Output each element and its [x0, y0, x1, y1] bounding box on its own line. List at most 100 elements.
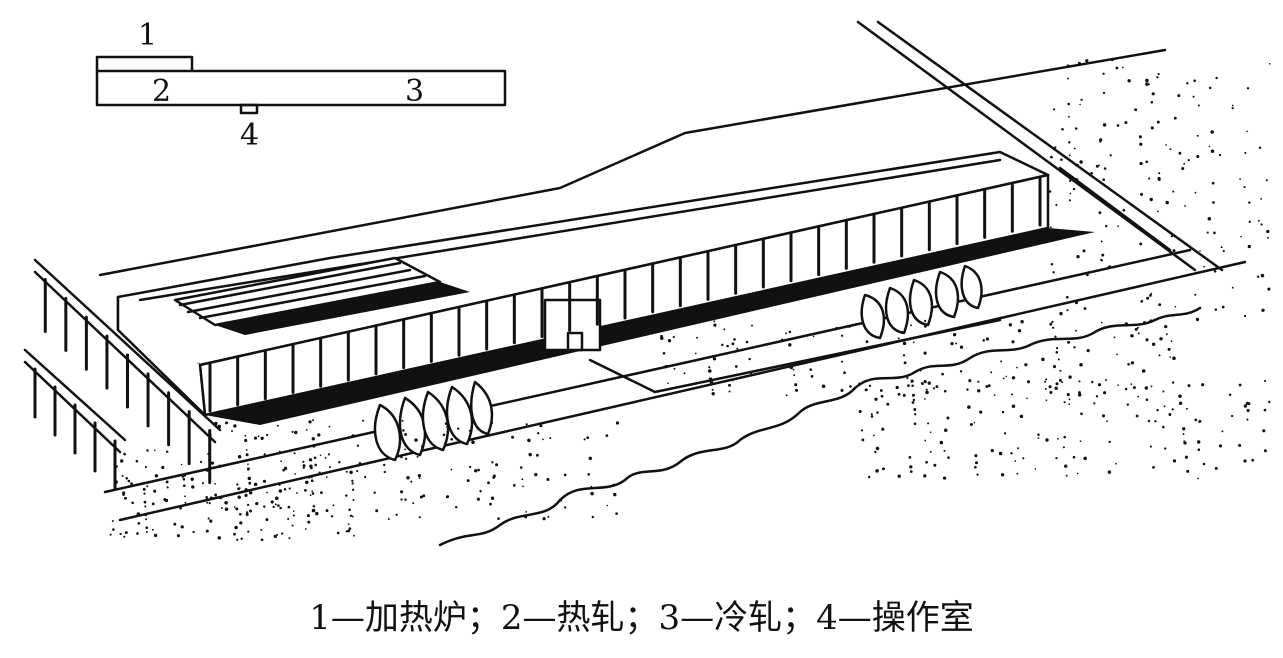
- stipple-dot: [237, 495, 241, 500]
- stipple-dot: [1231, 104, 1234, 107]
- stipple-dot: [1251, 458, 1255, 462]
- stipple-dot: [1052, 326, 1055, 329]
- stipple-dot: [260, 436, 264, 440]
- stipple-dot: [466, 479, 470, 483]
- stipple-dot: [278, 489, 283, 493]
- stipple-dot: [362, 419, 365, 422]
- stipple-dot: [875, 469, 879, 473]
- stipple-dot: [1156, 408, 1159, 412]
- stipple-dot: [1107, 265, 1112, 269]
- stipple-dot: [277, 504, 280, 507]
- stipple-dot: [180, 463, 183, 466]
- stipple-dot: [1163, 405, 1166, 408]
- stipple-dot: [1187, 159, 1190, 162]
- stipple-dot: [176, 534, 180, 538]
- stipple-dot: [952, 333, 957, 337]
- stipple-dot: [1083, 456, 1087, 461]
- stipple-dot: [867, 475, 871, 479]
- stipple-dot: [1148, 177, 1151, 180]
- ground-stipple: [109, 58, 1271, 542]
- stipple-dot: [145, 531, 148, 533]
- stipple-dot: [302, 464, 306, 468]
- stipple-dot: [238, 487, 241, 490]
- stipple-dot: [843, 371, 846, 375]
- stipple-dot: [374, 431, 377, 434]
- stipple-dot: [987, 384, 991, 388]
- stipple-dot: [927, 381, 931, 385]
- stipple-dot: [1017, 329, 1022, 333]
- plan-label-2: 2: [152, 74, 171, 109]
- stipple-dot: [352, 498, 355, 502]
- stipple-dot: [736, 347, 739, 350]
- stipple-dot: [942, 476, 947, 480]
- stipple-dot: [662, 351, 666, 355]
- stipple-dot: [1076, 472, 1079, 475]
- stipple-dot: [590, 485, 593, 488]
- stipple-dot: [205, 529, 209, 533]
- stipple-dot: [401, 419, 404, 422]
- stipple-dot: [220, 507, 223, 510]
- stipple-dot: [993, 394, 996, 396]
- stipple-dot: [1011, 340, 1015, 344]
- stipple-dot: [615, 421, 620, 425]
- stipple-dot: [1100, 240, 1103, 243]
- stipple-dot: [422, 494, 426, 498]
- stipple-dot: [933, 463, 937, 467]
- stipple-dot: [1066, 309, 1069, 312]
- stipple-dot: [314, 463, 318, 467]
- stipple-dot: [1136, 326, 1139, 329]
- stipple-dot: [539, 424, 543, 428]
- stipple-dot: [664, 364, 668, 369]
- stipple-dot: [1049, 390, 1053, 395]
- stipple-dot: [912, 341, 915, 344]
- stipple-dot: [870, 415, 874, 418]
- stipple-dot: [1178, 401, 1183, 405]
- stipple-dot: [537, 432, 540, 435]
- stipple-dot: [1145, 338, 1149, 342]
- stipple-dot: [1102, 91, 1106, 95]
- stipple-dot: [588, 456, 593, 461]
- stipple-dot: [146, 449, 149, 452]
- stipple-dot: [1116, 124, 1120, 127]
- stipple-dot: [1193, 79, 1196, 82]
- stipple-dot: [924, 398, 926, 400]
- stipple-dot: [1079, 160, 1083, 164]
- stipple-dot: [304, 528, 307, 530]
- stipple-dot: [1086, 273, 1089, 277]
- stipple-dot: [713, 320, 716, 323]
- stipple-dot: [900, 331, 904, 334]
- stipple-dot: [1243, 459, 1247, 463]
- stipple-dot: [1072, 455, 1076, 459]
- plan-control-room: [239, 103, 259, 115]
- stipple-dot: [914, 413, 917, 416]
- stipple-dot: [308, 420, 312, 424]
- stipple-dot: [840, 388, 844, 392]
- stipple-dot: [199, 460, 203, 464]
- stipple-dot: [1165, 144, 1167, 146]
- stipple-dot: [292, 510, 295, 512]
- stipple-dot: [1016, 366, 1018, 369]
- stipple-dot: [383, 470, 386, 474]
- stipple-dot: [923, 351, 927, 355]
- stipple-dot: [1024, 363, 1028, 367]
- stipple-dot: [1072, 187, 1076, 191]
- stipple-dot: [1095, 164, 1099, 168]
- stipple-dot: [119, 459, 124, 463]
- stipple-dot: [311, 508, 316, 513]
- stipple-dot: [1194, 191, 1197, 194]
- stipple-dot: [924, 439, 927, 442]
- stipple-dot: [418, 516, 421, 519]
- stipple-dot: [1183, 162, 1186, 165]
- stipple-dot: [356, 444, 360, 447]
- stipple-dot: [858, 409, 862, 414]
- stipple-dot: [135, 459, 139, 463]
- trees-right: [860, 264, 983, 340]
- stipple-dot: [319, 454, 322, 457]
- stipple-dot: [190, 477, 194, 481]
- stipple-dot: [410, 480, 413, 483]
- stipple-dot: [1198, 420, 1201, 423]
- stipple-dot: [1054, 146, 1057, 149]
- stipple-dot: [131, 501, 134, 505]
- stipple-dot: [224, 421, 229, 425]
- stipple-dot: [294, 430, 298, 435]
